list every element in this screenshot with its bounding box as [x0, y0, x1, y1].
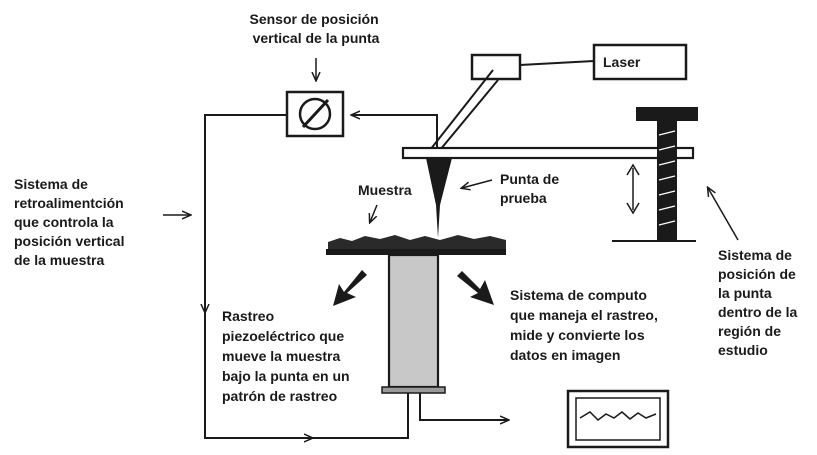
- feedback-label: Sistema de retroalimentción que controla…: [14, 176, 128, 268]
- punta-label: Punta de prueba: [500, 171, 563, 206]
- cantilever: [401, 146, 695, 238]
- feedback-loop-wires: [205, 115, 508, 438]
- computo-label: Sistema de computo que maneja el rastreo…: [510, 287, 662, 363]
- photodetector-box: [470, 53, 522, 81]
- rastreo-label: Rastreo piezoeléctrico que mueve la mues…: [222, 308, 353, 404]
- rastreo-arrow: [333, 270, 367, 306]
- sample-stage: [326, 235, 506, 394]
- sensor-label: Sensor de posición vertical de la punta: [249, 11, 382, 46]
- piezo-scanner: [387, 253, 440, 389]
- muestra-label: Muestra: [358, 182, 412, 198]
- laser-label: Laser: [603, 54, 641, 70]
- laser-box: [592, 43, 688, 81]
- punta-arrow: [462, 179, 493, 188]
- computo-arrow: [457, 271, 494, 305]
- posicion-label: Sistema de posición de la punta dentro d…: [718, 247, 801, 358]
- posicion-arrow: [708, 188, 739, 241]
- position-sensor: [285, 90, 345, 138]
- muestra-arrow: [370, 204, 378, 222]
- laser-assembly: [429, 43, 688, 151]
- positioning-screw: [612, 107, 698, 242]
- monitor-display: [566, 389, 670, 449]
